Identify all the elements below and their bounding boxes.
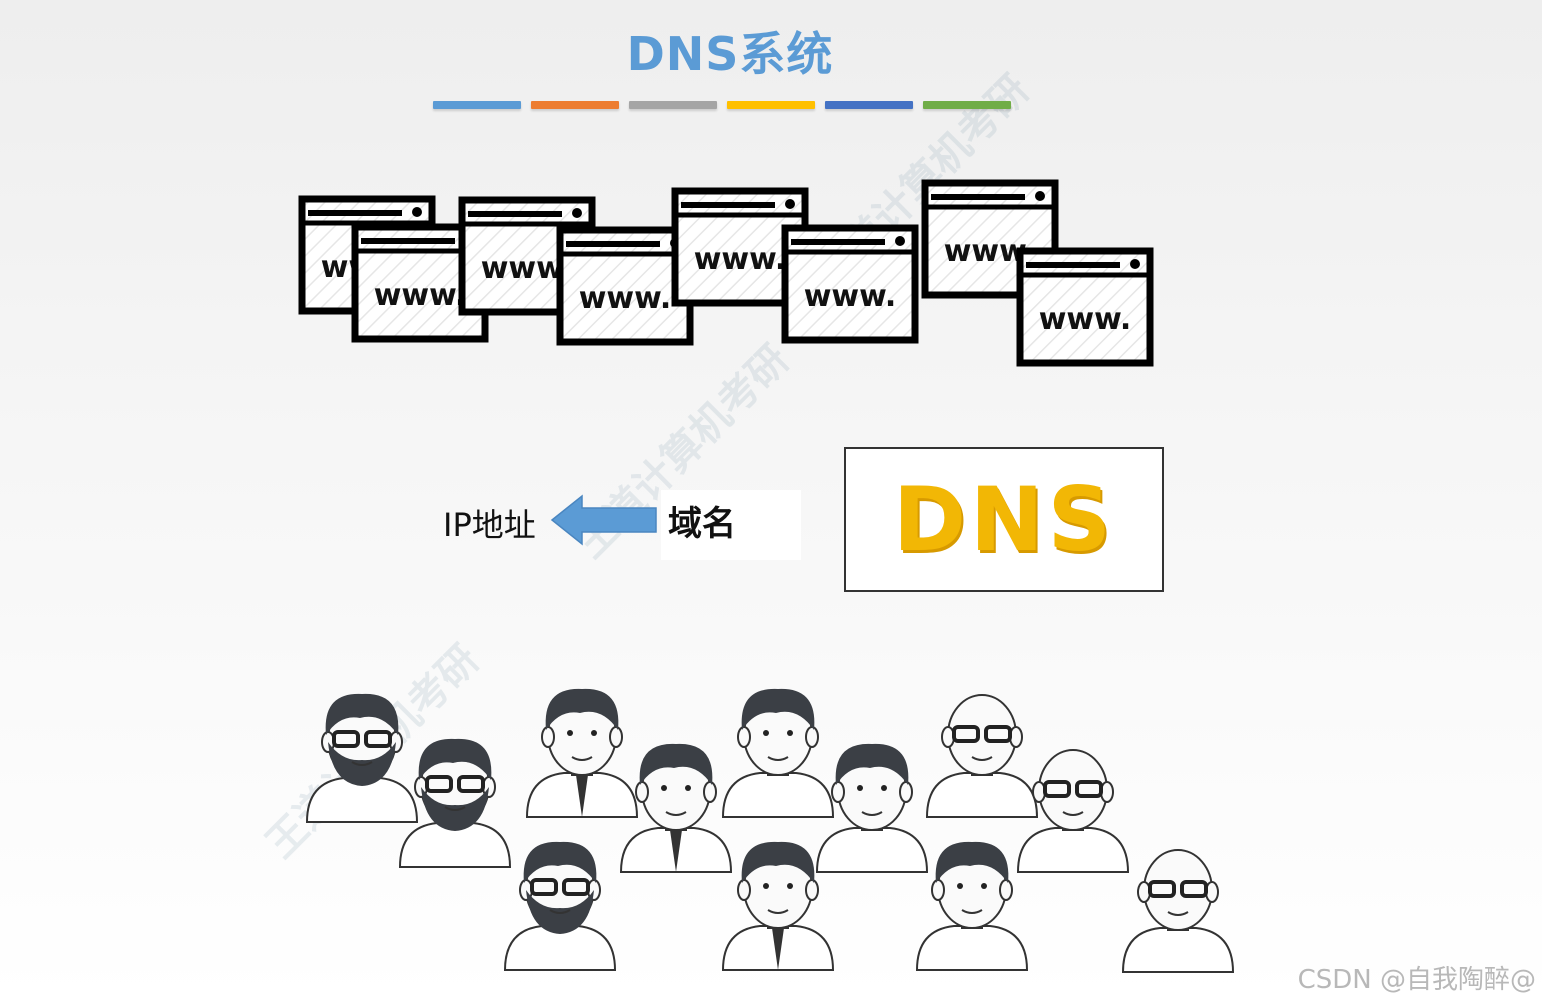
- person-avatar-icon: [527, 689, 637, 817]
- window-url-label: www.: [579, 281, 672, 316]
- person-avatar-icon: [400, 739, 510, 867]
- person-avatar-icon: [927, 695, 1037, 817]
- dns-box: DNS: [844, 447, 1164, 592]
- browser-window-icon: www.: [785, 228, 915, 340]
- dns-label: DNS: [893, 468, 1115, 571]
- window-url-label: www.: [804, 279, 897, 314]
- window-url-label: www.: [374, 278, 467, 313]
- person-avatar-icon: [307, 694, 417, 822]
- person-avatar-icon: [723, 689, 833, 817]
- person-avatar-icon: [505, 842, 615, 970]
- browser-window-icon: www.: [1020, 251, 1150, 363]
- window-url-label: www.: [694, 242, 787, 277]
- domain-name-label: 域名: [668, 496, 736, 545]
- person-avatar-icon: [817, 744, 927, 872]
- person-avatar-icon: [621, 744, 731, 872]
- person-avatar-icon: [917, 842, 1027, 970]
- arrow-left-icon: [550, 494, 660, 546]
- window-url-label: www.: [1039, 302, 1132, 337]
- browser-window-icon: www.: [560, 230, 690, 342]
- csdn-watermark: CSDN @自我陶醉@: [1298, 959, 1536, 996]
- ip-address-label: IP地址: [443, 500, 536, 546]
- person-avatar-icon: [1123, 850, 1233, 972]
- person-avatar-icon: [723, 842, 833, 970]
- browser-windows-cluster: www.www.www.www.www.www.www.www.: [0, 0, 1542, 400]
- people-crowd: [0, 640, 1542, 1000]
